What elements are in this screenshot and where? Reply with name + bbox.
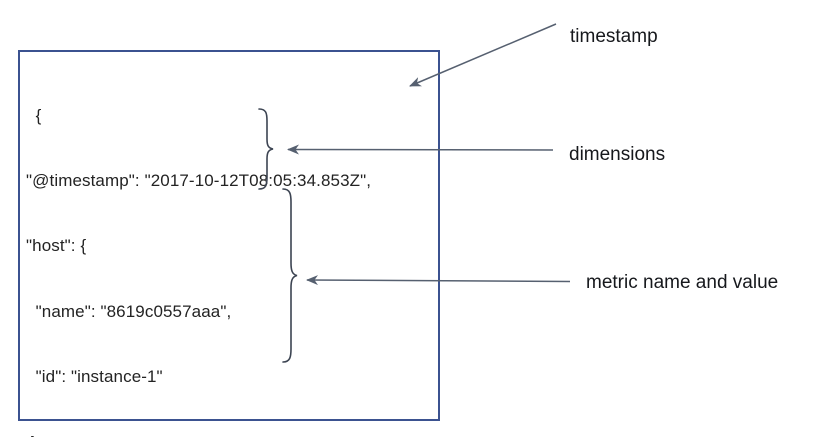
timestamp-label: timestamp: [570, 26, 658, 47]
code-line-host-open: "host": {: [26, 236, 87, 256]
json-document-box: { "@timestamp": "2017-10-12T08:05:34.853…: [18, 50, 440, 437]
code-line-host-id: "id": "instance-1": [26, 367, 163, 387]
code-line-open-brace: {: [26, 105, 42, 125]
code-line-host-close: },: [26, 432, 438, 437]
dimensions-label: dimensions: [569, 144, 666, 165]
code-line-host-name: "name": "8619c0557aaa",: [26, 301, 232, 321]
code-line-timestamp: "@timestamp": "2017-10-12T08:05:34.853Z"…: [26, 170, 372, 190]
metric-label: metric name and value: [586, 272, 779, 293]
json-code: { "@timestamp": "2017-10-12T08:05:34.853…: [20, 52, 438, 437]
